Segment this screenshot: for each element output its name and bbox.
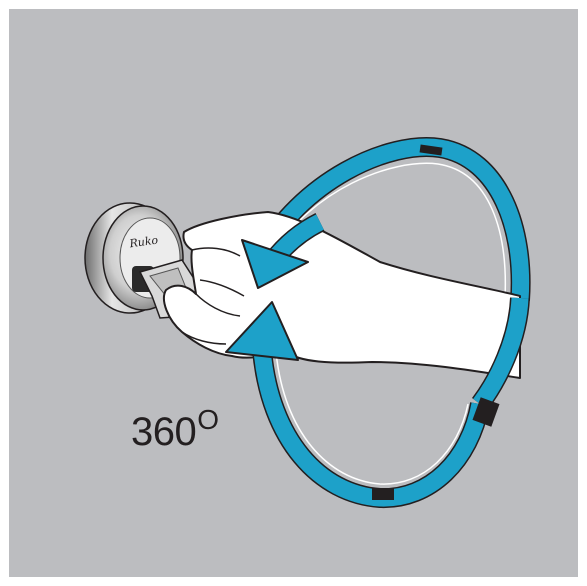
arrowhead-up-icon (225, 301, 299, 361)
rotation-arrow-front (225, 144, 530, 509)
rotation-angle-label: 360O (131, 406, 219, 454)
degree-symbol: O (197, 404, 219, 435)
angle-value: 360 (131, 410, 197, 454)
brand-logo: Ruko (128, 233, 160, 250)
hand (163, 211, 521, 379)
arrowhead-down-icon (241, 239, 309, 289)
